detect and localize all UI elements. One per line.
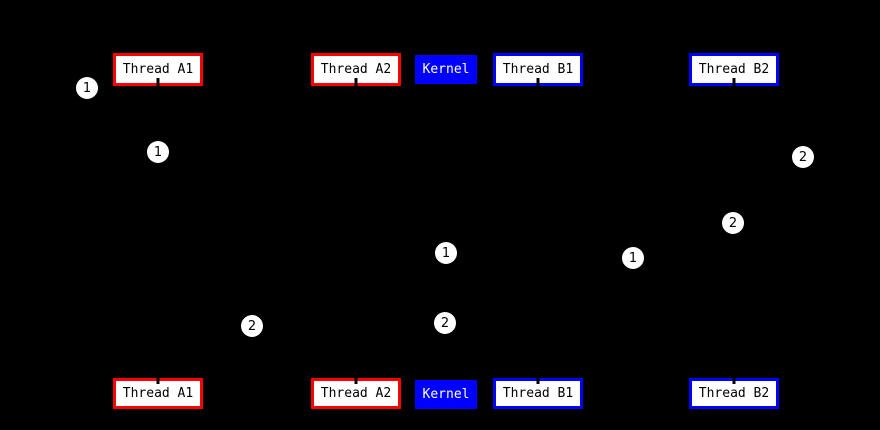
entity-box-thread-a2-top: Thread A2 (311, 53, 401, 87)
marker-circle: 2 (241, 315, 263, 337)
entity-box-thread-b1-bottom: Thread B1 (493, 375, 583, 409)
lifeline-tick (732, 78, 736, 87)
entity-box-kernel-bottom: Kernel (415, 380, 477, 409)
marker-circle: 1 (435, 242, 457, 264)
entity-row-bottom: Thread A1 Thread A2 Kernel Thread B1 Thr… (0, 375, 880, 409)
marker-circle: 1 (622, 247, 644, 269)
entity-label: Thread A1 (122, 62, 194, 77)
marker-circle: 1 (147, 141, 169, 163)
entity-box-thread-a1-bottom: Thread A1 (113, 375, 203, 409)
entity-box-thread-b1-top: Thread B1 (493, 53, 583, 87)
entity-box-kernel-top: Kernel (415, 55, 477, 84)
lifeline-tick (732, 375, 736, 384)
marker-circle: 2 (722, 212, 744, 234)
lifeline-tick (536, 78, 540, 87)
entity-label: Thread A2 (320, 386, 392, 401)
entity-label: Thread B1 (502, 62, 574, 77)
marker-circle: 1 (76, 77, 98, 99)
entity-label: Thread A1 (122, 386, 194, 401)
entity-label: Thread B1 (502, 386, 574, 401)
entity-box-thread-a2-bottom: Thread A2 (311, 375, 401, 409)
entity-row-top: Thread A1 Thread A2 Kernel Thread B1 Thr… (0, 53, 880, 87)
marker-circle: 2 (792, 146, 814, 168)
entity-label: Thread B2 (698, 386, 770, 401)
lifeline-tick (536, 375, 540, 384)
lifeline-tick (354, 375, 358, 384)
entity-box-thread-b2-top: Thread B2 (689, 53, 779, 87)
entity-label: Thread B2 (698, 62, 770, 77)
entity-box-thread-a1-top: Thread A1 (113, 53, 203, 87)
entity-label: Kernel (422, 62, 470, 77)
entity-label: Thread A2 (320, 62, 392, 77)
lifeline-tick (354, 78, 358, 87)
entity-box-thread-b2-bottom: Thread B2 (689, 375, 779, 409)
lifeline-tick (156, 375, 160, 384)
entity-label: Kernel (422, 387, 470, 402)
lifeline-tick (156, 78, 160, 87)
marker-circle: 2 (434, 312, 456, 334)
